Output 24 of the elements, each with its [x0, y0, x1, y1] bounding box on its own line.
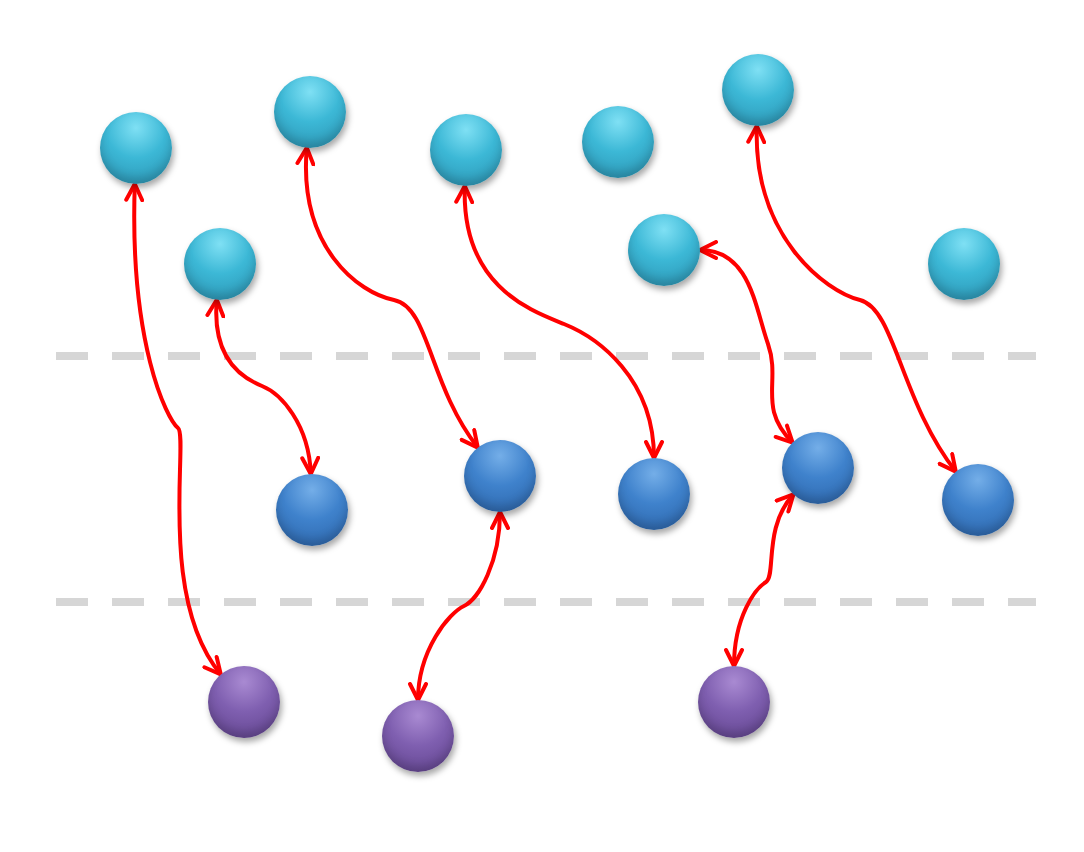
- sphere-node: [464, 440, 536, 512]
- sphere-node: [582, 106, 654, 178]
- double-headed-arrow: [124, 182, 223, 677]
- sphere-node: [722, 54, 794, 126]
- sphere-node: [698, 666, 770, 738]
- sphere-node: [100, 112, 172, 184]
- sphere-node: [618, 458, 690, 530]
- sphere-node: [208, 666, 280, 738]
- sphere-node: [274, 76, 346, 148]
- double-headed-arrow: [455, 184, 664, 460]
- sphere-node: [276, 474, 348, 546]
- sphere-node: [628, 214, 700, 286]
- sphere-node: [928, 228, 1000, 300]
- double-headed-arrow: [747, 124, 958, 474]
- sphere-node: [382, 700, 454, 772]
- double-headed-arrow: [408, 510, 510, 702]
- sphere-node: [782, 432, 854, 504]
- sphere-node: [942, 464, 1014, 536]
- sphere-node: [184, 228, 256, 300]
- double-headed-arrow: [724, 492, 796, 668]
- sphere-node: [430, 114, 502, 186]
- double-headed-arrow: [296, 145, 480, 450]
- double-headed-arrow: [698, 241, 795, 445]
- double-headed-arrow: [206, 297, 320, 476]
